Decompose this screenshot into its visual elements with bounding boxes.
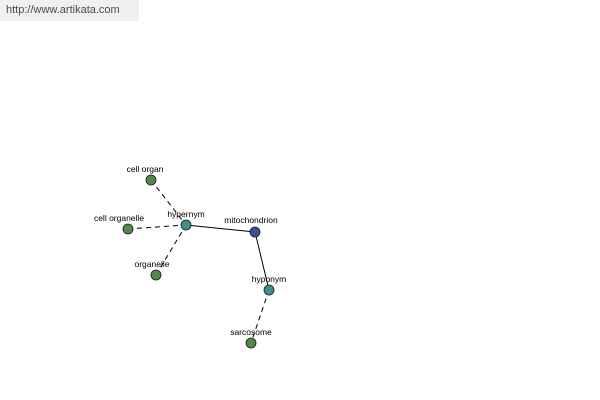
edge-cell-organ-to-hypernym	[150, 179, 187, 226]
node-organelle[interactable]	[150, 269, 162, 281]
edge-organelle-to-hypernym	[155, 224, 187, 276]
edge-hyponym-to-sarcosome	[250, 289, 270, 344]
edge-hypernym-to-mitochondrion	[185, 224, 256, 233]
node-label-hyponym: hyponym	[252, 274, 287, 284]
node-label-organelle: organelle	[135, 259, 170, 269]
nodes-layer	[122, 174, 275, 349]
site-url-link[interactable]: http://www.artikata.com	[6, 4, 120, 16]
node-cell-organ[interactable]	[145, 174, 157, 186]
edges-layer	[127, 179, 270, 344]
node-label-cell-organ: cell organ	[127, 164, 164, 174]
url-bar: http://www.artikata.com	[0, 0, 139, 21]
node-mitochondrion[interactable]	[249, 226, 261, 238]
node-cell-organelle[interactable]	[122, 223, 134, 235]
node-label-mitochondrion: mitochondrion	[224, 215, 278, 225]
edge-mitochondrion-to-hyponym	[254, 231, 270, 291]
node-label-hypernym: hypernym	[167, 209, 204, 219]
node-hypernym[interactable]	[180, 219, 192, 231]
labels-layer: mitochondrion hypernym hyponym cell organ ce…	[94, 164, 286, 337]
node-label-cell-organelle: cell organelle	[94, 213, 144, 223]
edge-cell-organelle-to-hypernym	[127, 224, 187, 230]
node-sarcosome[interactable]	[245, 337, 257, 349]
node-label-sarcosome: sarcosome	[230, 327, 272, 337]
node-hyponym[interactable]	[263, 284, 275, 296]
